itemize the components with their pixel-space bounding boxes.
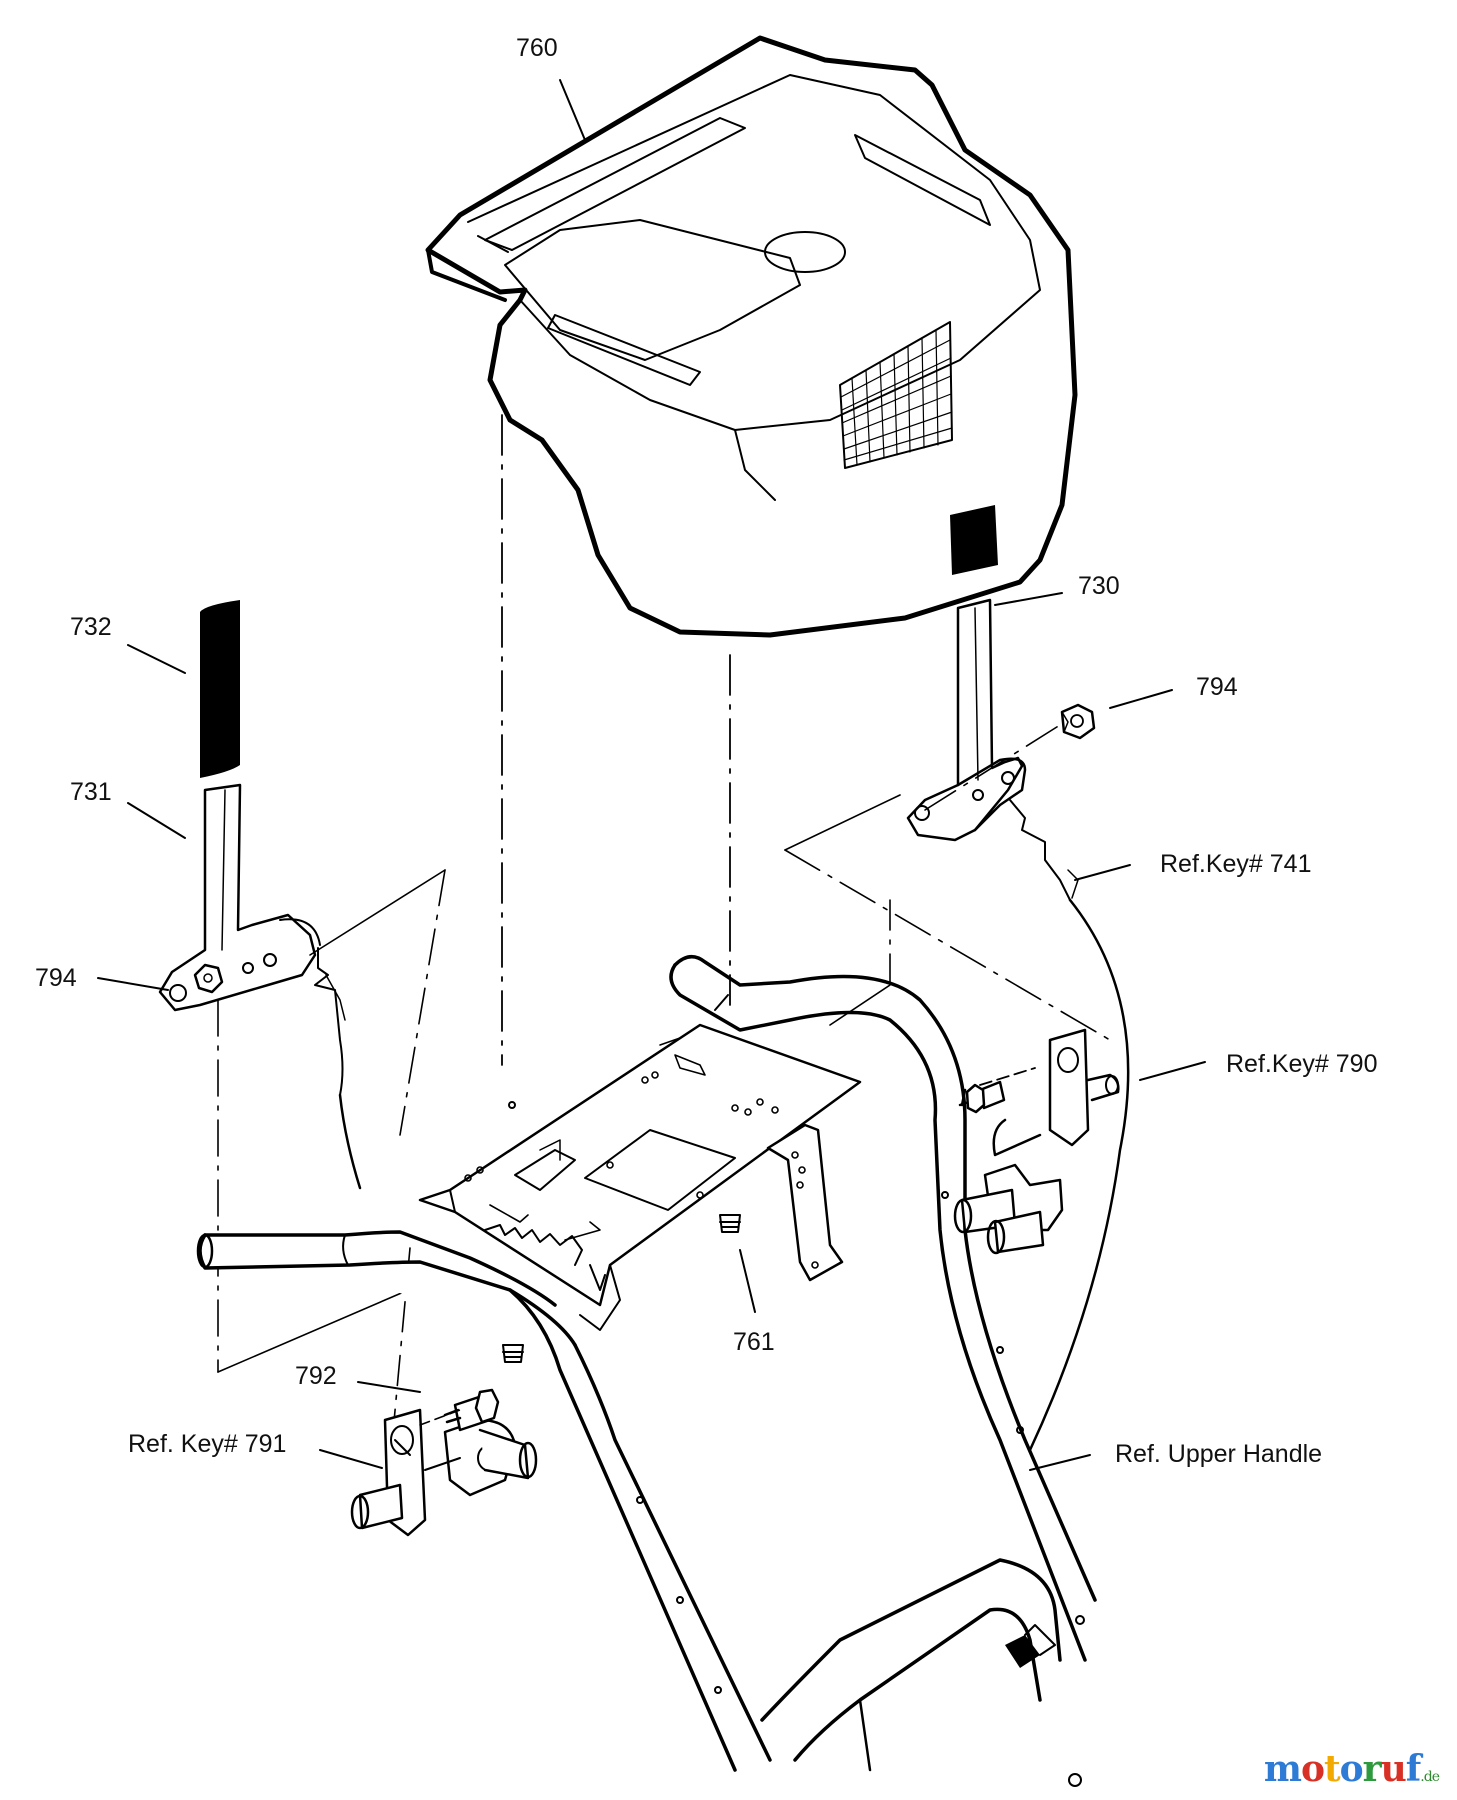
callout-ref-key-790: Ref.Key# 790 bbox=[1226, 1050, 1378, 1078]
cable-left bbox=[314, 947, 362, 1190]
control-panel-bracket bbox=[418, 1023, 862, 1331]
watermark-letters: motoruf bbox=[1263, 1748, 1421, 1790]
watermark-letter: o bbox=[1339, 1748, 1364, 1790]
callout-792: 792 bbox=[295, 1362, 337, 1390]
watermark-letter: t bbox=[1323, 1748, 1341, 1790]
watermark-letter: o bbox=[1300, 1748, 1325, 1790]
watermark-letter: u bbox=[1380, 1748, 1407, 1790]
callout-ref-key-741: Ref.Key# 741 bbox=[1160, 850, 1312, 878]
callout-761: 761 bbox=[733, 1328, 775, 1356]
watermark-letter: r bbox=[1362, 1748, 1382, 1790]
upper-handle bbox=[196, 955, 1097, 1787]
watermark-logo: motoruf.de bbox=[1263, 1748, 1440, 1790]
watermark-letter: f bbox=[1405, 1748, 1421, 1790]
lever-731 bbox=[158, 783, 321, 1012]
callout-794-right: 794 bbox=[1196, 673, 1238, 701]
decal-732 bbox=[200, 600, 240, 778]
guide-lines-right bbox=[784, 724, 1111, 1041]
watermark-letter: m bbox=[1263, 1748, 1302, 1790]
callout-731: 731 bbox=[70, 778, 112, 806]
callout-730: 730 bbox=[1078, 572, 1120, 600]
callout-794-left: 794 bbox=[35, 964, 77, 992]
callout-760: 760 bbox=[516, 34, 558, 62]
watermark-suffix: .de bbox=[1420, 1769, 1440, 1785]
screw-761 bbox=[502, 1101, 741, 1363]
callout-leaders bbox=[97, 79, 1206, 1471]
console-cover-760 bbox=[425, 35, 1078, 1066]
callout-ref-key-791: Ref. Key# 791 bbox=[128, 1430, 287, 1458]
lever-730 bbox=[906, 598, 1027, 842]
callout-732: 732 bbox=[70, 613, 112, 641]
callout-ref-upper-handle: Ref. Upper Handle bbox=[1115, 1440, 1323, 1468]
bracket-assembly-790 bbox=[953, 1028, 1120, 1255]
bracket-assembly-791 bbox=[350, 1388, 538, 1537]
hex-nut-794-right bbox=[1060, 703, 1096, 740]
